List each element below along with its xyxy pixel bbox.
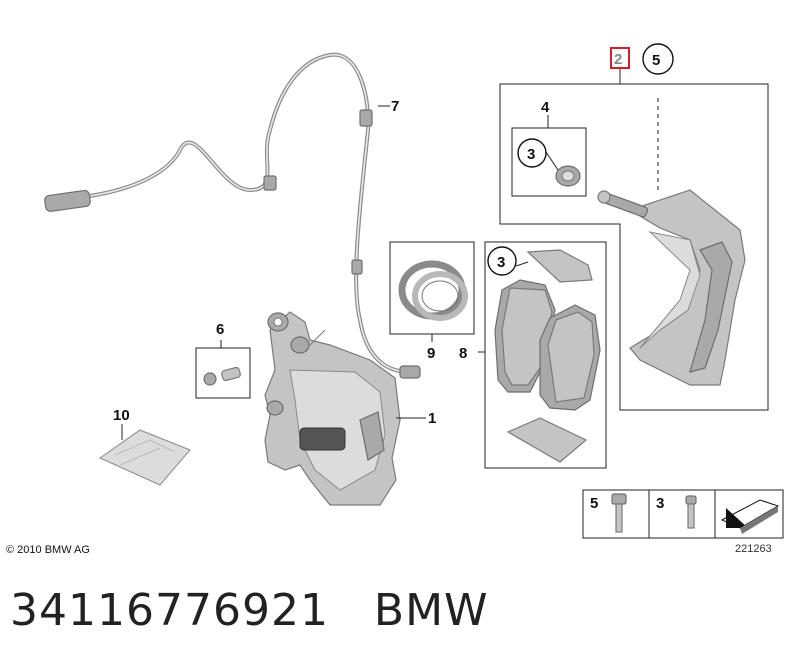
screw-icon <box>685 495 697 529</box>
copyright: © 2010 BMW AG <box>6 544 90 556</box>
flange-bolt-icon <box>611 493 627 533</box>
brake-pad-set <box>484 241 607 469</box>
callout-4: 4 <box>541 99 550 116</box>
legend-5: 5 <box>590 495 598 512</box>
callout-7: 7 <box>391 98 399 115</box>
brand-name: BMW <box>373 585 489 636</box>
part-number: 34116776921 <box>10 585 329 636</box>
box-4 <box>511 127 587 197</box>
highlight-box <box>610 47 630 69</box>
callout-3a: 3 <box>527 146 535 163</box>
seal-ring-group <box>389 241 475 335</box>
arrow-pointer-icon <box>720 499 780 534</box>
legend-3: 3 <box>656 495 664 512</box>
diagram-id: 221263 <box>735 543 772 555</box>
bolt-nut-group <box>511 127 587 197</box>
box-8 <box>484 241 607 469</box>
brake-caliper <box>264 311 401 506</box>
callouts: 2 5 4 3 7 3 6 9 8 1 10 <box>113 43 674 427</box>
part-number-line: 34116776921 BMW <box>10 585 489 636</box>
legend-box: 5 3 <box>582 489 784 539</box>
callout-6: 6 <box>216 321 224 338</box>
callout-3b: 3 <box>497 254 505 271</box>
guide-bolt-group <box>195 347 251 399</box>
wear-sensor-cable <box>44 52 421 379</box>
callout-9: 9 <box>427 345 435 362</box>
callout-8: 8 <box>459 345 467 362</box>
box-6 <box>195 347 251 399</box>
callout-1: 1 <box>428 410 436 427</box>
callout-10: 10 <box>113 407 130 424</box>
leader-lines <box>121 68 621 440</box>
callout-5: 5 <box>652 52 660 69</box>
box-5 <box>499 83 769 411</box>
callout-2: 2 <box>614 51 622 68</box>
grease-packet <box>98 429 191 486</box>
caliper-carrier-group <box>499 83 769 411</box>
